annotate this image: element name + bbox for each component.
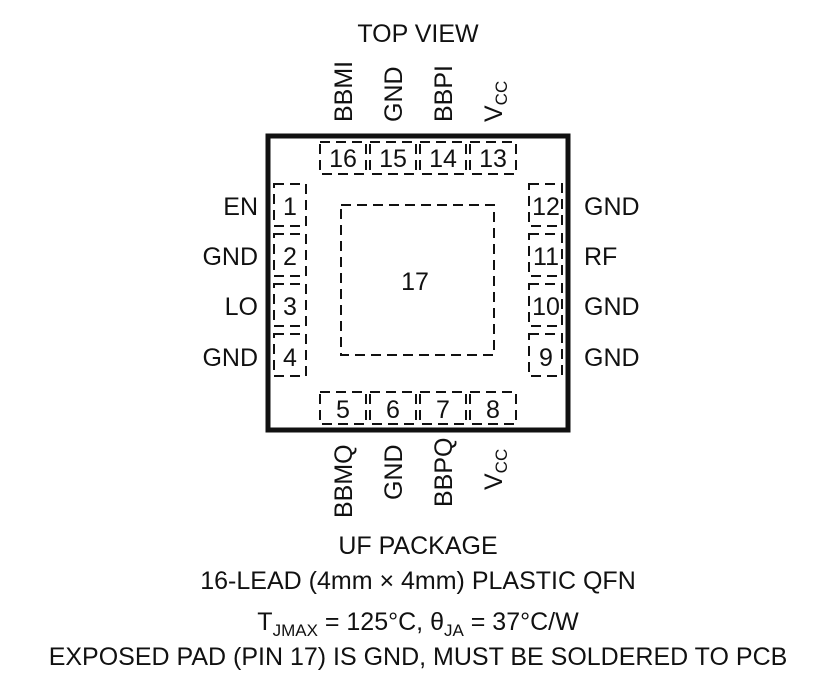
pin-2-label: GND	[202, 243, 258, 271]
pin-12-label: GND	[584, 193, 640, 221]
pin-16-number: 16	[329, 145, 357, 173]
pin-8-label: VCC	[480, 449, 511, 490]
pin-1-pad	[273, 183, 307, 227]
pin-5-pad	[319, 391, 367, 425]
pin-8-label-sub: CC	[492, 449, 511, 474]
right-pins: 12 GND 11 RF 10 GND 9 GND	[528, 183, 640, 377]
pin-3-pad	[273, 283, 307, 327]
pin-9-number: 9	[539, 344, 553, 372]
pin-14-label: BBPI	[430, 65, 458, 122]
pin-11: 11 RF	[528, 233, 617, 277]
pin-7-label: BBPQ	[430, 438, 458, 507]
pin-2: 2 GND	[202, 233, 307, 277]
theta-value: = 37°C/W	[464, 608, 579, 636]
pin-8-pad	[469, 391, 517, 425]
pin-13: 13 VCC	[469, 81, 517, 175]
exposed-pad-outline	[340, 204, 495, 356]
pin-7-pad	[419, 391, 467, 425]
top-view-title: TOP VIEW	[357, 20, 479, 48]
tjmax-symbol: T	[257, 608, 272, 636]
package-body	[265, 133, 571, 433]
pin-16-pad	[319, 141, 367, 175]
pin-4: 4 GND	[202, 333, 307, 377]
pin-15: 15 GND	[369, 66, 417, 175]
pin-10-number: 10	[532, 293, 560, 321]
pin-6-pad	[369, 391, 417, 425]
pin-4-label: GND	[202, 344, 258, 372]
thermal-spec: TJMAX = 125°C, θJA = 37°C/W	[257, 608, 579, 640]
pin-13-number: 13	[479, 145, 507, 173]
pin-13-label: VCC	[480, 81, 511, 122]
tjmax-value: = 125°C,	[318, 608, 430, 636]
pin-14-number: 14	[429, 145, 457, 173]
pin-4-number: 4	[283, 344, 297, 372]
pin-3-number: 3	[283, 293, 297, 321]
pin-13-pad	[469, 141, 517, 175]
pin-1-label: EN	[223, 193, 258, 221]
pin-9-label: GND	[584, 344, 640, 372]
pin-16: 16 BBMI	[319, 61, 367, 175]
pin-13-label-sub: CC	[492, 81, 511, 106]
pin-10-pad	[528, 283, 563, 327]
pin-12-pad	[528, 183, 563, 227]
tjmax-subscript: JMAX	[273, 621, 318, 640]
pin-7: 7 BBPQ	[419, 391, 467, 507]
pin-1: 1 EN	[223, 183, 307, 227]
pin-1-number: 1	[283, 193, 297, 221]
pin-10-label: GND	[584, 293, 640, 321]
pin-3-label: LO	[225, 293, 258, 321]
exposed-pad-number: 17	[401, 268, 429, 296]
pin-5-label: BBMQ	[330, 444, 358, 518]
pin-4-pad	[273, 333, 307, 377]
package-name: UF PACKAGE	[338, 532, 497, 560]
pin-6-label: GND	[380, 444, 408, 500]
pin-2-number: 2	[283, 243, 297, 271]
theta-subscript: JA	[444, 621, 465, 640]
pin-11-number: 11	[533, 243, 559, 271]
pin-8-number: 8	[486, 396, 500, 424]
pin-12: 12 GND	[528, 183, 640, 227]
bottom-pins: 5 BBMQ 6 GND 7 BBPQ 8 VCC	[319, 391, 517, 518]
pin-5-number: 5	[336, 396, 350, 424]
left-pins: 1 EN 2 GND 3 LO 4 GND	[202, 183, 307, 377]
pin-14: 14 BBPI	[419, 65, 467, 175]
pin-16-label: BBMI	[330, 61, 358, 122]
pin-8-label-main: V	[480, 473, 508, 490]
exposed-pad-note: EXPOSED PAD (PIN 17) IS GND, MUST BE SOL…	[49, 643, 788, 671]
pin-7-number: 7	[436, 396, 450, 424]
pin-13-label-main: V	[480, 105, 508, 122]
pin-9: 9 GND	[528, 333, 640, 377]
pin-6: 6 GND	[369, 391, 417, 500]
pin-14-pad	[419, 141, 467, 175]
pin-11-label: RF	[584, 243, 617, 271]
pin-5: 5 BBMQ	[319, 391, 367, 518]
pin-3: 3 LO	[225, 283, 307, 327]
theta-symbol: θ	[430, 608, 444, 636]
top-pins: 16 BBMI 15 GND 14 BBPI 13 VCC	[319, 61, 517, 175]
pin-15-label: GND	[380, 66, 408, 122]
pin-8: 8 VCC	[469, 391, 517, 490]
pin-9-pad	[528, 333, 563, 377]
pin-15-number: 15	[379, 145, 407, 173]
pin-2-pad	[273, 233, 307, 277]
pin-12-number: 12	[532, 193, 560, 221]
pin-10: 10 GND	[528, 283, 640, 327]
pin-11-pad	[528, 233, 563, 277]
pin-6-number: 6	[386, 396, 400, 424]
package-description: 16-LEAD (4mm × 4mm) PLASTIC QFN	[200, 567, 636, 595]
pin-15-pad	[369, 141, 417, 175]
